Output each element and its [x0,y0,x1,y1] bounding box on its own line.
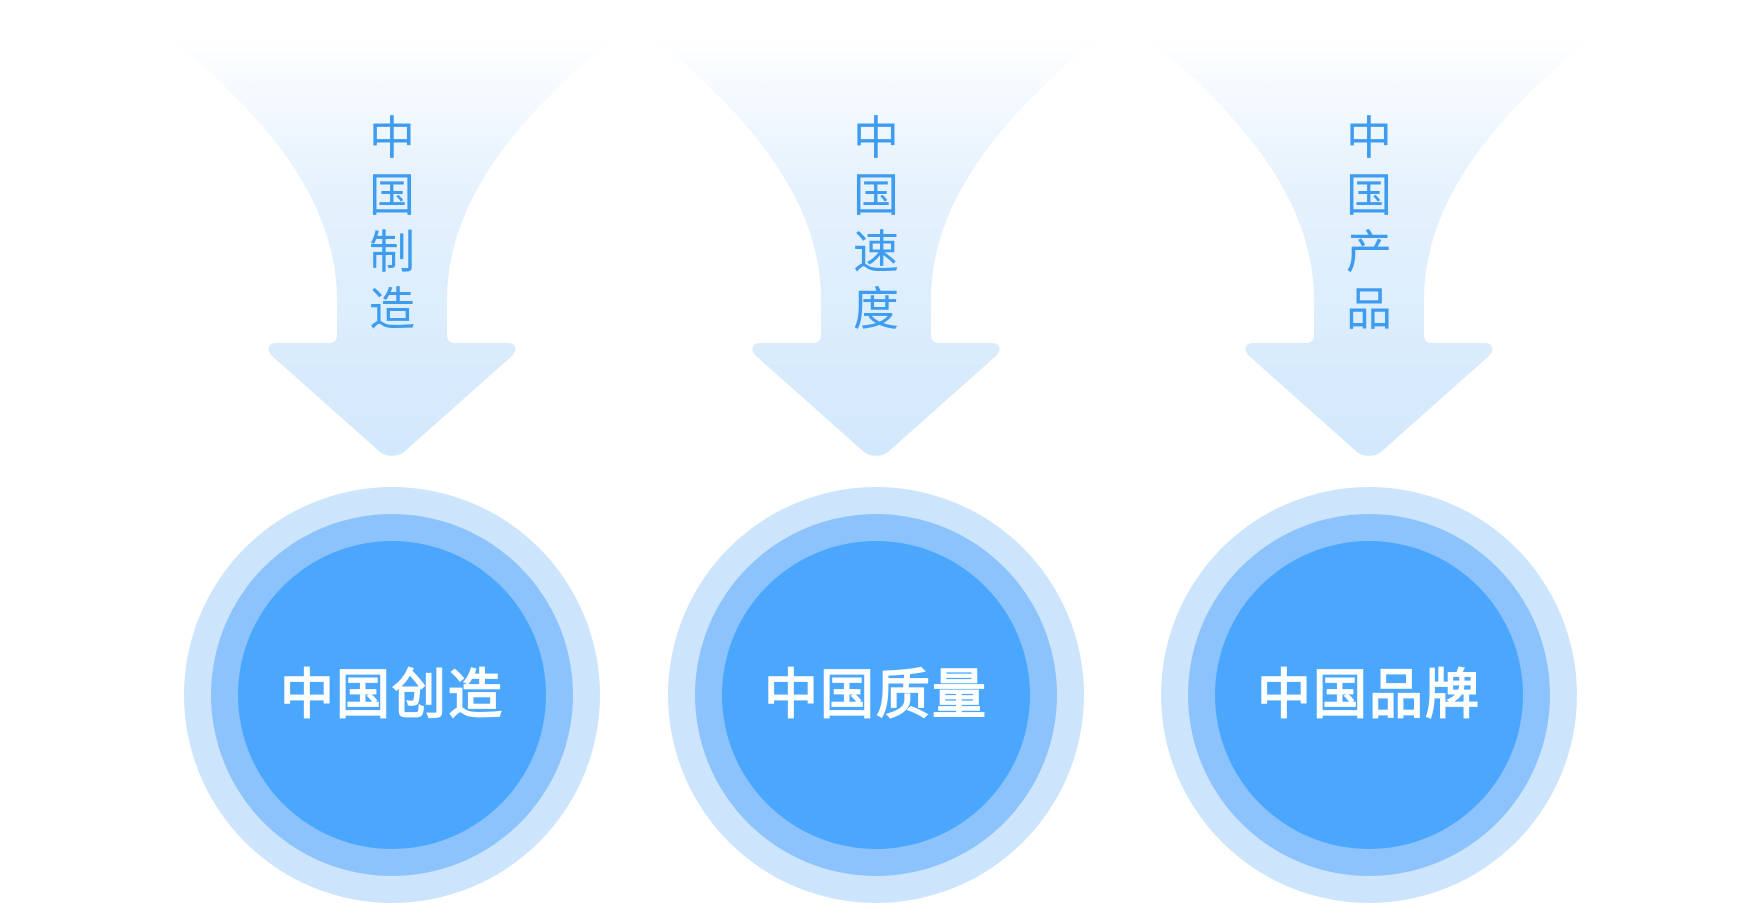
arrow-label-char: 产 [1346,225,1392,279]
arrow-label-char: 国 [853,168,899,222]
arrow-label-char: 国 [1346,168,1392,222]
circle-label-3: 中国品牌 [1257,663,1481,726]
inner-circle [238,541,546,849]
arrow-label-char: 制 [369,225,415,279]
funnel-arrow-shape [1143,34,1595,456]
arrow-label-2: 中 国 速 度 [846,110,906,338]
arrow-2 [650,34,1102,456]
arrow-label-char: 造 [369,282,415,336]
funnel-arrow-shape [650,34,1102,456]
arrow-3 [1143,34,1595,456]
funnel-arrow-shape [166,34,618,456]
arrow-label-char: 中 [369,111,415,165]
arrow-label-char: 中 [853,111,899,165]
inner-circle [722,541,1030,849]
arrow-label-3: 中 国 产 品 [1339,110,1399,338]
circle-group-2 [668,487,1084,903]
arrow-label-char: 速 [853,225,899,279]
arrow-label-char: 中 [1346,111,1392,165]
inner-circle [1215,541,1523,849]
arrow-label-char: 国 [369,168,415,222]
circle-label-1: 中国创造 [280,663,504,726]
circle-group-1 [184,487,600,903]
circle-group-3 [1161,487,1577,903]
arrow-label-1: 中 国 制 造 [362,110,422,338]
arrow-label-char: 品 [1346,282,1392,336]
arrow-1 [166,34,618,456]
circle-label-2: 中国质量 [764,663,988,726]
arrow-label-char: 度 [853,282,899,336]
